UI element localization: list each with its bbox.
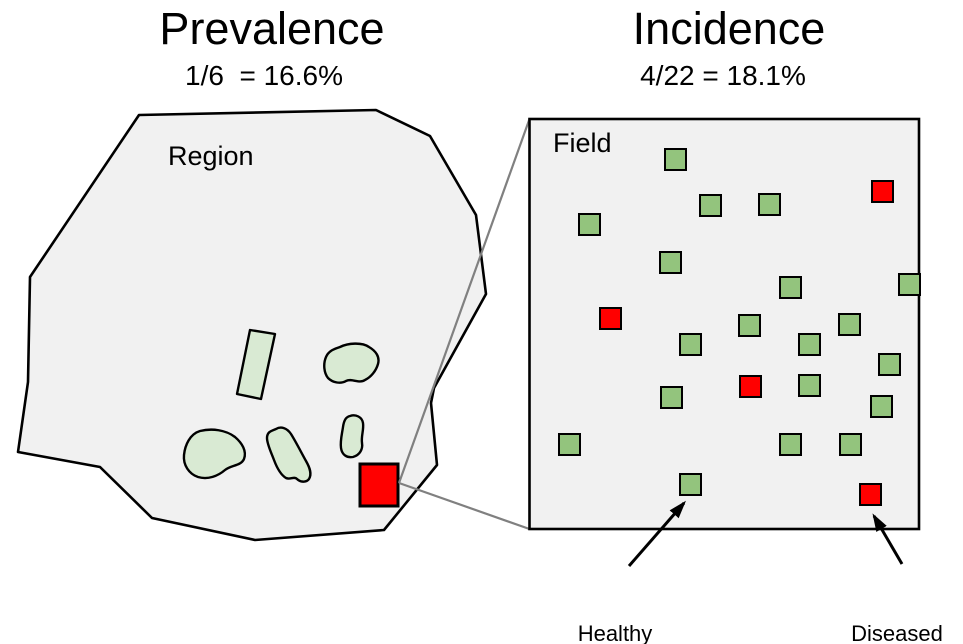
zoom-connector-top <box>397 118 531 484</box>
diseased-plant-arrow <box>872 513 904 565</box>
field-label: Field <box>553 128 612 158</box>
prevalence-title: Prevalence <box>159 3 385 54</box>
healthy-plant-label-line1: Healthy <box>577 621 653 644</box>
field-shape-5 <box>265 426 312 483</box>
field-shape-3 <box>339 414 365 459</box>
zoom-connector-bottom <box>398 481 530 531</box>
diseased-plant-label: Diseased plant <box>851 561 943 644</box>
prevalence-formula: 1/6 = 16.6% <box>184 60 344 91</box>
healthy-plant-arrow <box>627 500 686 567</box>
incidence-formula: 4/22 = 18.1% <box>640 60 806 91</box>
healthy-plant-label: Healthy plant <box>578 561 653 644</box>
field-shape-1 <box>235 328 277 401</box>
field-boundary <box>528 117 921 531</box>
field-shape-4 <box>182 428 247 480</box>
region-outline <box>16 108 488 542</box>
field-shape-2 <box>323 342 380 384</box>
diseased-plant-label-line1: Diseased <box>851 621 943 644</box>
region-label: Region <box>168 141 254 171</box>
incidence-title: Incidence <box>632 3 826 54</box>
diseased-field-square <box>358 462 400 508</box>
